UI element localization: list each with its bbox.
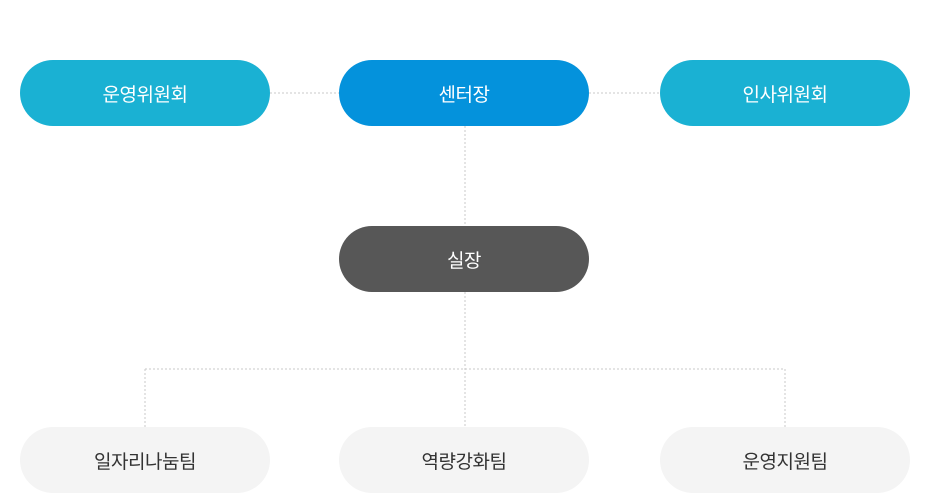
node-center-director: 센터장: [339, 60, 589, 126]
node-label: 인사위원회: [742, 83, 828, 106]
node-label: 센터장: [438, 83, 490, 106]
node-office-manager: 실장: [339, 226, 589, 292]
node-label: 일자리나눔팀: [94, 450, 196, 473]
node-hr-committee: 인사위원회: [660, 60, 910, 126]
node-label: 역량강화팀: [421, 450, 507, 473]
node-team-job-sharing: 일자리나눔팀: [20, 427, 270, 493]
node-label: 실장: [447, 249, 481, 272]
node-label: 운영위원회: [102, 83, 188, 106]
node-team-capacity-building: 역량강화팀: [339, 427, 589, 493]
node-operating-committee: 운영위원회: [20, 60, 270, 126]
node-team-operations-support: 운영지원팀: [660, 427, 910, 493]
node-label: 운영지원팀: [742, 450, 828, 473]
